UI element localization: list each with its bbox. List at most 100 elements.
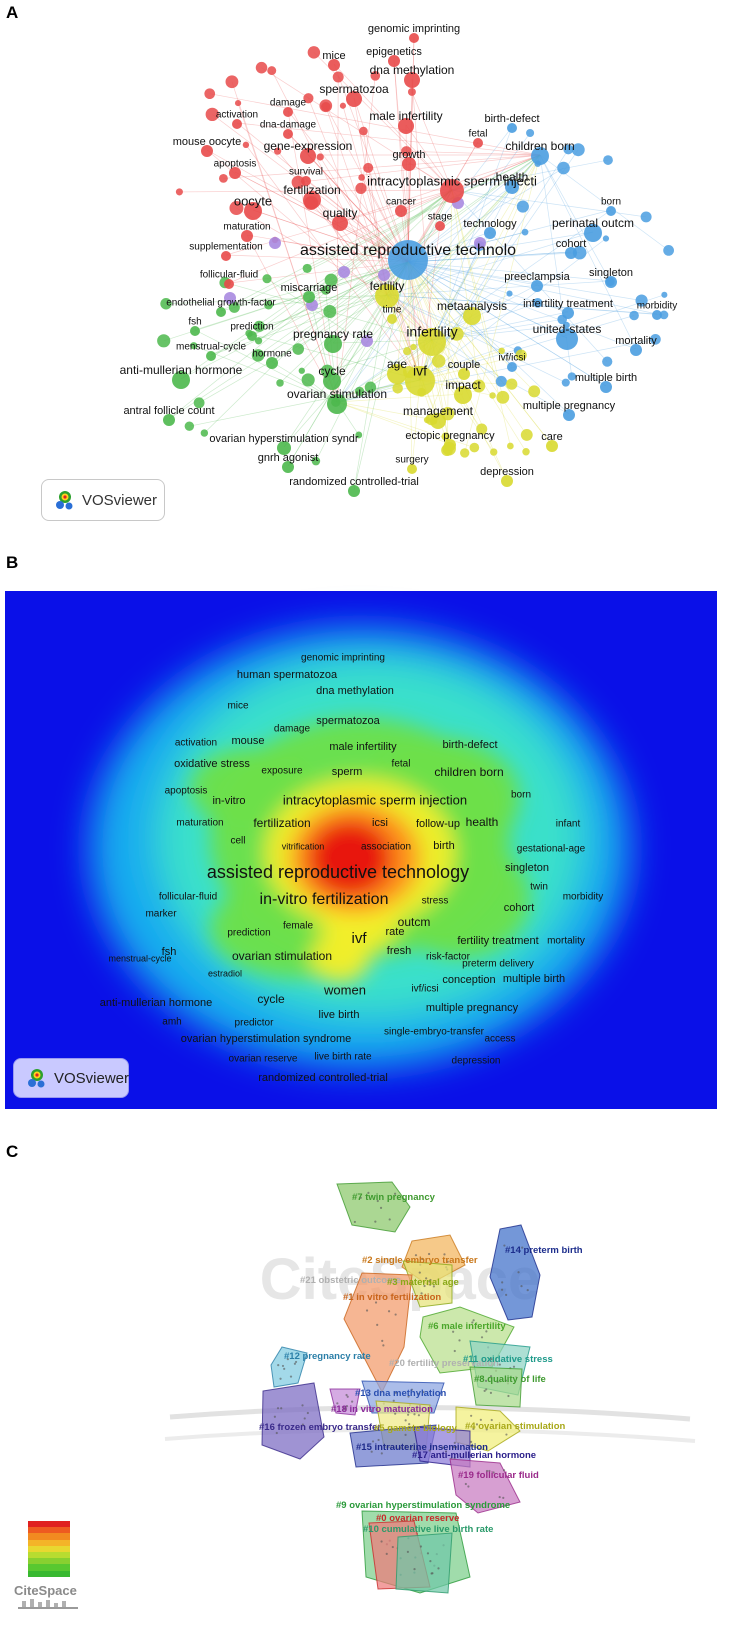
panel-a-letter: A <box>6 3 19 22</box>
network-node <box>515 349 527 361</box>
network-edge <box>339 154 541 223</box>
network-edge <box>336 315 635 403</box>
network-node <box>663 245 674 256</box>
network-node <box>364 381 377 393</box>
network-edge <box>180 261 409 380</box>
network-node-menstrual-cycle <box>206 351 216 361</box>
network-node <box>193 397 205 409</box>
network-node-spermatozoa <box>346 91 362 107</box>
network-label-ovarian-stimulation: ovarian stimulation <box>287 387 387 401</box>
network-edge <box>407 261 553 446</box>
cluster-label-18-in-vitro-maturation: #18 in vitro maturation <box>331 1404 433 1415</box>
cluster-polygon-3-maternal-age <box>402 1260 453 1308</box>
network-node-mortality <box>630 344 642 356</box>
density-label-follicular-fluid: follicular-fluid <box>159 892 217 903</box>
network-node <box>332 71 344 83</box>
network-node-ovarian-stimulation <box>327 394 347 414</box>
network-edge <box>325 106 421 381</box>
cluster-member-node <box>430 1572 433 1575</box>
network-node <box>567 372 577 381</box>
network-node <box>307 46 321 59</box>
network-node <box>254 337 263 345</box>
network-edge <box>407 261 513 367</box>
legend-swatch <box>28 1564 70 1571</box>
network-edge <box>407 261 637 350</box>
network-node-fsh <box>190 326 200 336</box>
network-label-multiple-birth: multiple birth <box>575 372 637 384</box>
network-label-genomic-imprinting: genomic imprinting <box>368 23 460 35</box>
cluster-member-node <box>374 1220 377 1223</box>
density-label-maturation: maturation <box>176 818 223 829</box>
cluster-member-node <box>380 1452 383 1455</box>
network-edge <box>407 261 464 395</box>
network-label-anti-mullerian-hormone: anti-mullerian hormone <box>120 363 243 377</box>
network-node <box>532 297 543 308</box>
cluster-member-node <box>428 1449 431 1452</box>
network-edge <box>228 154 541 284</box>
cluster-member-node <box>485 1330 488 1333</box>
network-node-born <box>606 206 616 216</box>
cluster-member-node <box>407 1410 410 1414</box>
network-node <box>431 354 446 368</box>
network-edge <box>407 167 564 263</box>
legend-swatch <box>28 1545 70 1552</box>
legend-swatch <box>28 1533 70 1540</box>
network-node <box>361 335 373 347</box>
network-edge <box>363 131 388 296</box>
network-label-gnrh-agonist: gnrh agonist <box>258 452 319 464</box>
network-node-quality <box>332 215 348 231</box>
network-node <box>242 141 250 149</box>
cluster-member-node <box>277 1364 280 1367</box>
cluster-member-node <box>517 1271 520 1274</box>
network-nodes <box>157 33 674 497</box>
network-edge <box>407 251 572 263</box>
network-label-time: time <box>383 305 402 316</box>
legend-swatch <box>28 1527 70 1534</box>
network-node <box>219 173 228 183</box>
network-edge <box>407 261 607 387</box>
network-edge <box>386 294 495 453</box>
network-node <box>316 153 324 161</box>
density-label-single-embryo-transfer: single-embryo-transfer <box>384 1027 485 1038</box>
cluster-member-node <box>472 1319 475 1322</box>
network-node <box>498 347 505 355</box>
network-label-ovarian-hyperstimulation-syndr: ovarian hyperstimulation syndr <box>209 433 359 445</box>
cluster-member-node <box>281 1364 285 1368</box>
network-node-antral-follicle-count <box>163 414 175 426</box>
network-node-united-states <box>556 328 578 350</box>
vosviewer-badge-a: VOSviewer <box>41 479 165 521</box>
vosviewer-badge-label: VOSviewer <box>82 491 158 509</box>
network-label-ectopic-pregnancy: ectopic pregnancy <box>405 430 495 442</box>
density-label-access: access <box>484 1034 515 1045</box>
density-label-birth: birth <box>433 840 454 852</box>
cluster-member-node <box>423 1284 426 1288</box>
density-label-spermatozoa: spermatozoa <box>316 715 380 727</box>
cluster-label-5-gamete-biology: #5 gamete biology <box>374 1423 458 1434</box>
network-edge <box>407 261 570 415</box>
network-node <box>321 285 331 295</box>
density-label-estradiol: estradiol <box>208 968 242 978</box>
cluster-labels: #7 twin pregnancy#14 preterm birth#2 sin… <box>259 1192 583 1535</box>
cluster-member-node <box>418 1271 421 1274</box>
network-node <box>521 228 529 236</box>
network-node-mice <box>328 59 340 71</box>
density-label-fertilization: fertilization <box>253 816 310 830</box>
network-node <box>526 128 535 138</box>
network-edge <box>163 261 409 342</box>
network-node <box>200 429 209 437</box>
cluster-member-node <box>479 1418 482 1421</box>
network-edge <box>419 149 579 381</box>
cluster-member-node <box>283 1367 286 1370</box>
network-label-hormone: hormone <box>252 349 292 360</box>
network-edge <box>407 261 413 469</box>
network-edge <box>438 154 541 362</box>
network-node <box>378 269 390 281</box>
cluster-label-19-follicular-fluid: #19 follicular fluid <box>458 1470 539 1481</box>
network-edge <box>305 179 409 263</box>
network-node <box>301 373 315 387</box>
cluster-member-node <box>453 1349 456 1353</box>
density-label-dna-methylation: dna methylation <box>316 685 394 697</box>
network-edge <box>210 294 388 356</box>
network-node-survival <box>301 176 311 186</box>
